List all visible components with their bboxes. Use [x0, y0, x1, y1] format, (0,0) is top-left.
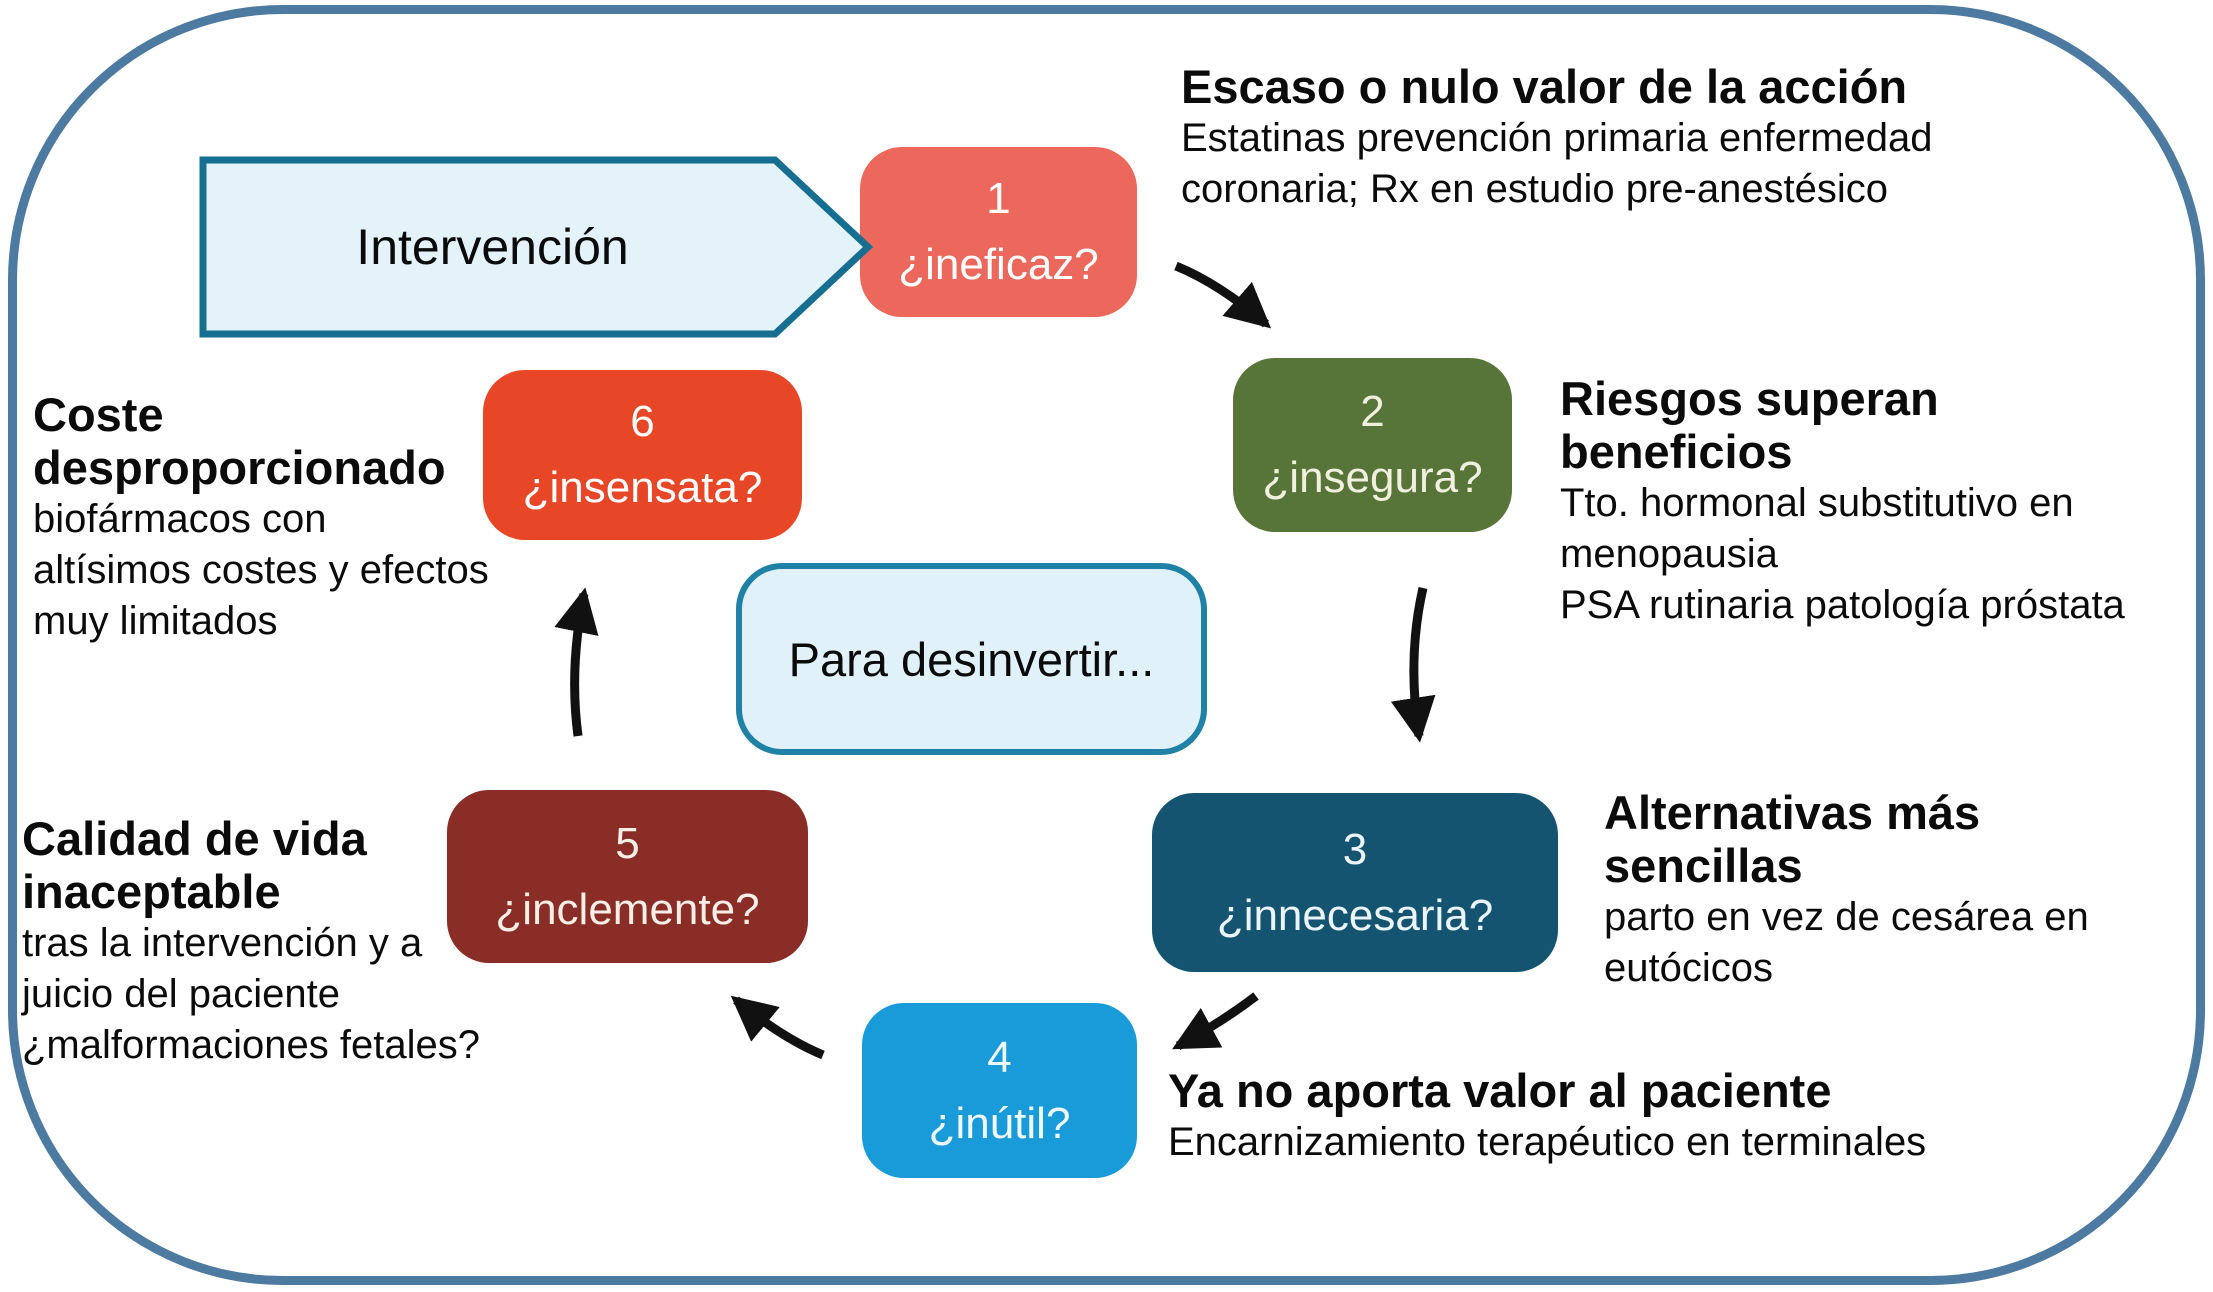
annotation-upper-left: Coste desproporcionado biofármacos con a…	[33, 388, 489, 647]
annotation-title-line: Escaso o nulo valor de la acción	[1181, 60, 1908, 113]
annotation-right: Riesgos superan beneficios Tto. hormonal…	[1560, 372, 2125, 631]
annotation-lower-left: Calidad de vida inaceptable tras la inte…	[22, 812, 480, 1071]
center-label: Para desinvertir...	[788, 632, 1155, 686]
annotation-title-line: Coste	[33, 388, 164, 441]
step-box-4: 4 ¿inútil?	[862, 1003, 1137, 1178]
center-box: Para desinvertir...	[736, 563, 1207, 755]
step-number: 6	[630, 397, 655, 446]
step-number: 3	[1342, 824, 1368, 874]
annotation-line: PSA rutinaria patología próstata	[1560, 583, 2125, 627]
annotation-line: Encarnizamiento terapéutico en terminale…	[1168, 1120, 1927, 1164]
annotation-title-line: desproporcionado	[33, 441, 446, 494]
annotation-title-line: Ya no aporta valor al paciente	[1168, 1064, 1832, 1117]
annotation-title-line: Calidad de vida	[22, 812, 367, 865]
step-question: ¿innecesaria?	[1216, 890, 1494, 940]
annotation-line: juicio del paciente	[22, 972, 340, 1016]
step-box-2: 2 ¿insegura?	[1233, 358, 1512, 532]
annotation-bottom: Ya no aporta valor al paciente Encarniza…	[1168, 1064, 1926, 1168]
annotation-line: ¿malformaciones fetales?	[22, 1023, 480, 1067]
step-question: ¿insensata?	[522, 463, 763, 512]
step-number: 5	[615, 818, 640, 868]
step-box-3: 3 ¿innecesaria?	[1152, 793, 1558, 972]
annotation-title-line: Alternativas más	[1604, 786, 1981, 839]
annotation-line: muy limitados	[33, 599, 278, 643]
annotation-line: coronaria; Rx en estudio pre-anestésico	[1181, 167, 1889, 211]
step-number: 4	[987, 1032, 1012, 1082]
annotation-line: Estatinas prevención primaria enfermedad	[1181, 116, 1933, 160]
annotation-top-right: Escaso o nulo valor de la acción Estatin…	[1181, 60, 1933, 215]
intervention-label: Intervención	[356, 219, 629, 275]
annotation-line: altísimos costes y efectos	[33, 548, 489, 592]
annotation-line: Tto. hormonal substitutivo en	[1560, 481, 2074, 525]
step-question: ¿ineficaz?	[898, 240, 1099, 289]
step-box-5: 5 ¿inclemente?	[447, 790, 808, 963]
annotation-title-line: sencillas	[1604, 839, 1803, 892]
annotation-line: tras la intervención y a	[22, 921, 423, 965]
step-number: 2	[1360, 387, 1385, 436]
annotation-line: parto en vez de cesárea en	[1604, 895, 2089, 939]
annotation-title-line: inaceptable	[22, 865, 281, 918]
annotation-line: biofármacos con	[33, 497, 327, 541]
step-question: ¿inútil?	[928, 1098, 1071, 1148]
annotation-line: eutócicos	[1604, 946, 1773, 990]
step-number: 1	[986, 174, 1011, 223]
annotation-title-line: beneficios	[1560, 425, 1793, 478]
annotation-lower-right: Alternativas más sencillas parto en vez …	[1604, 786, 2089, 994]
outer-frame	[8, 5, 2205, 1285]
step-box-1: 1 ¿ineficaz?	[860, 147, 1137, 317]
annotation-title-line: Riesgos superan	[1560, 372, 1939, 425]
step-question: ¿insegura?	[1262, 453, 1483, 502]
step-box-6: 6 ¿insensata?	[483, 370, 802, 540]
step-question: ¿inclemente?	[495, 884, 760, 934]
annotation-line: menopausia	[1560, 532, 1778, 576]
